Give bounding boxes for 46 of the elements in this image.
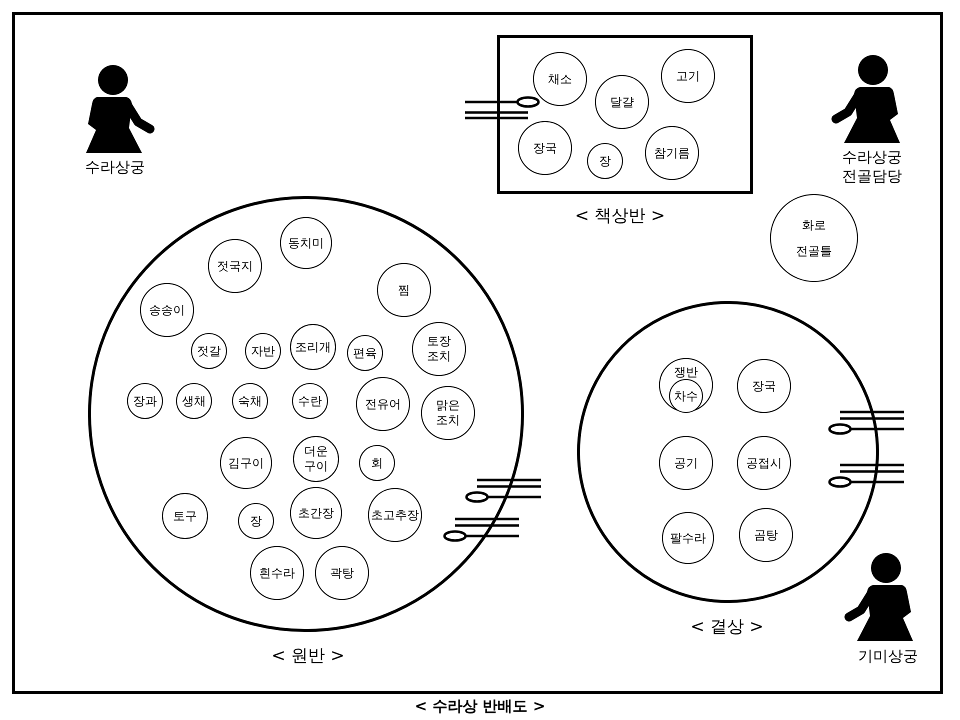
dish-name: 동치미 xyxy=(288,236,324,250)
dish-name: 공기 xyxy=(674,456,698,470)
dish-name: 회 xyxy=(371,456,383,470)
dish-name: 공접시 xyxy=(746,456,782,470)
dish-name: 전골틀 xyxy=(796,244,832,258)
dish-name: 쟁반 xyxy=(674,365,698,380)
dish-name: 토구 xyxy=(173,508,197,524)
dish-name: 젓국지 xyxy=(217,258,253,274)
dish-name: 달걀 xyxy=(610,94,634,110)
dish-name: 장과 xyxy=(133,394,157,408)
dish-name: 토장 조치 xyxy=(427,334,451,364)
dish-name: 찜 xyxy=(398,282,410,298)
role-label: 수라상궁 전골담당 xyxy=(842,148,902,186)
dish-name: 젓갈 xyxy=(197,344,221,358)
dish-name: 편육 xyxy=(353,346,377,360)
dish-name: 차수 xyxy=(674,388,698,404)
dish-name: 흰수라 xyxy=(259,566,295,580)
dish-name: 채소 xyxy=(548,72,572,86)
dish-name: 장국 xyxy=(533,140,557,156)
dish-name: 송송이 xyxy=(149,302,185,318)
dish-name: 맑은 조치 xyxy=(436,398,460,428)
dish-name: 김구이 xyxy=(228,456,264,470)
dish-name: 장국 xyxy=(752,378,776,394)
table-name: < 원반 > xyxy=(271,646,345,666)
table-name: < 책상반 > xyxy=(574,206,666,226)
role-label: 기미상궁 xyxy=(858,647,918,666)
dish-name: 장 xyxy=(599,154,611,168)
dish-name: 숙채 xyxy=(238,394,262,408)
dish-name: 더운 구이 xyxy=(304,444,328,474)
dish-name: 장 xyxy=(250,514,262,528)
role-label: 수라상궁 xyxy=(85,158,145,177)
dish-name: 생채 xyxy=(182,394,206,408)
dish-name: 팔수라 xyxy=(670,530,706,546)
dish-name: 자반 xyxy=(251,344,275,358)
dish-name: 전유어 xyxy=(365,396,401,412)
dish-name: 곰탕 xyxy=(754,528,778,542)
dish-name: 수란 xyxy=(298,394,322,408)
dish-name: 참기름 xyxy=(654,146,690,160)
dish-name: 조리개 xyxy=(295,340,331,354)
dish-name: 고기 xyxy=(676,68,700,84)
diagram-caption: < 수라상 반배도 > xyxy=(414,697,546,715)
dish-name: 곽탕 xyxy=(330,566,354,580)
dish-name: 화로 xyxy=(802,218,826,232)
table-name: < 곁상 > xyxy=(690,617,764,637)
dish-name: 초고추장 xyxy=(371,508,419,522)
dish-name: 초간장 xyxy=(298,506,334,520)
